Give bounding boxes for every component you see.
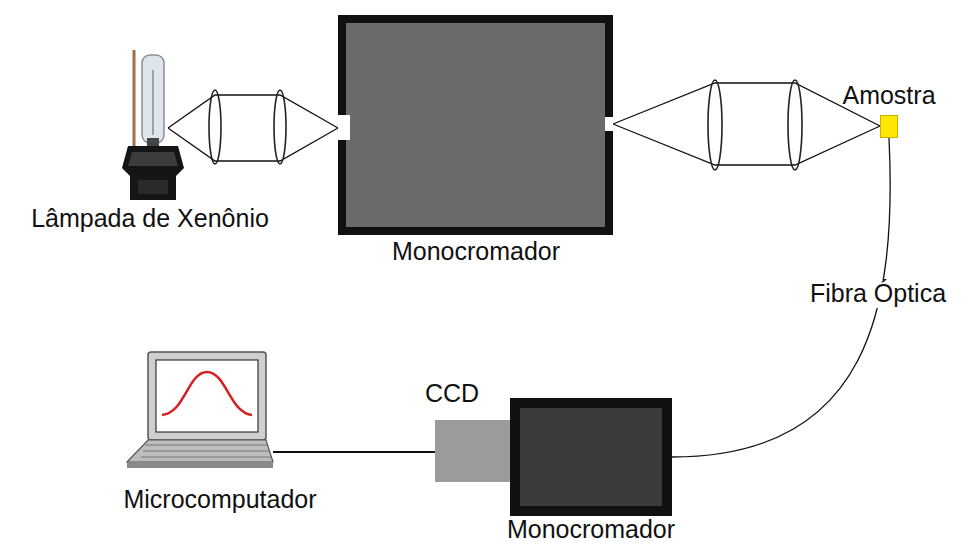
- monochromator-box: Monocromador: [510, 398, 672, 516]
- component-label: Monocromador: [507, 516, 675, 544]
- lamp-area: Lâmpada de Xenônio: [138, 55, 168, 200]
- keyboard-row: [143, 451, 269, 452]
- laptop: [127, 352, 273, 468]
- label-wrap: Monocromador: [507, 516, 675, 544]
- component-label: Monocromador: [392, 238, 560, 266]
- label-wrap: Amostra: [842, 82, 935, 110]
- edge-label-wrap: Fibra Óptica: [808, 280, 948, 308]
- edge-label: Fibra Óptica: [810, 280, 946, 308]
- component-label: CCD: [425, 380, 479, 408]
- component-label: Lâmpada de Xenônio: [31, 205, 269, 233]
- component-label: Amostra: [842, 82, 935, 110]
- xenon-lamp: [122, 50, 184, 200]
- computer-area: Microcomputador: [127, 352, 273, 470]
- component-label: Microcomputador: [123, 486, 316, 514]
- ccd-camera: CCD: [435, 420, 511, 482]
- light-beam: [613, 83, 880, 165]
- keyboard-row: [145, 445, 267, 446]
- slit: [605, 117, 613, 131]
- label-wrap: Monocromador: [392, 238, 560, 266]
- monochromator-panel: [520, 408, 662, 506]
- monochromator-box: Monocromador: [338, 15, 613, 235]
- label-wrap: Lâmpada de Xenônio: [31, 205, 269, 233]
- slit: [338, 115, 350, 140]
- sample: Amostra: [880, 115, 898, 138]
- light-beam: [168, 95, 338, 161]
- label-wrap: Microcomputador: [123, 486, 316, 514]
- keyboard-row: [141, 457, 271, 458]
- label-wrap: CCD: [425, 380, 479, 408]
- cable: [273, 451, 435, 453]
